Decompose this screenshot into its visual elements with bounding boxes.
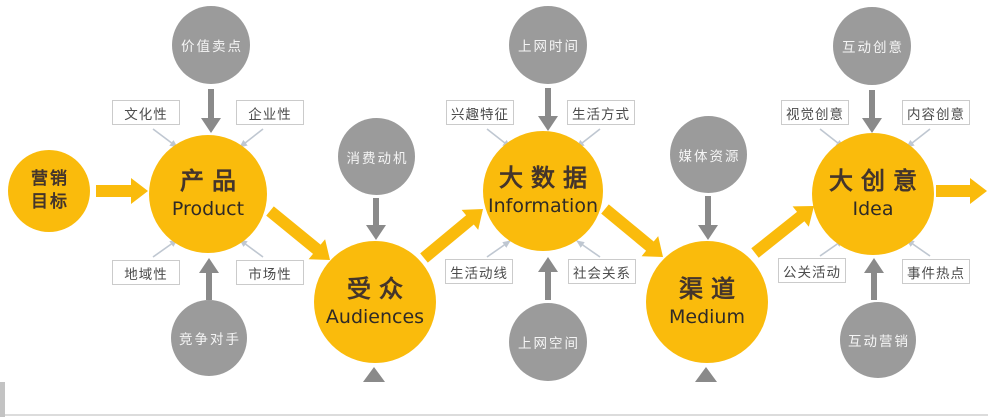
node-competitors-label: 竞争对手: [179, 332, 241, 348]
node-interactive-marketing: 互动营销: [840, 302, 916, 378]
node-online-time: 上网时间: [509, 6, 587, 84]
tag-arrow-12: [906, 239, 931, 257]
tag-cultural: 文化性: [112, 100, 180, 125]
flow-arrow-4: [601, 204, 663, 257]
node-product-label-en: Product: [171, 198, 245, 221]
tag-visual-creativity: 视觉创意: [781, 100, 849, 125]
node-product: 产品 Product: [149, 135, 267, 253]
node-medium: 渠道 Medium: [646, 241, 768, 363]
flow-arrow-3: [420, 209, 483, 263]
input-arrow-2: [538, 88, 558, 131]
tag-pr-activities: 公关活动: [778, 258, 846, 283]
node-medium-label-zh: 渠道: [679, 274, 743, 303]
node-online-space-label: 上网空间: [518, 336, 580, 352]
tag-event-hotspots: 事件热点: [902, 259, 970, 284]
partial-arrowhead-medium: [695, 367, 717, 382]
tag-content-creativity: 内容创意: [902, 100, 970, 125]
node-audiences: 受众 Audiences: [314, 241, 436, 363]
input-arrow-6: [199, 258, 219, 300]
node-media-resources: 媒体资源: [670, 116, 747, 193]
node-big-data-label-en: Information: [488, 195, 598, 218]
bottom-edge-line: [0, 414, 988, 416]
flow-arrow-2: [266, 206, 330, 260]
node-interactive-marketing-label: 互动营销: [848, 334, 910, 350]
node-interactive-creativity-label: 互动创意: [842, 40, 904, 56]
node-big-data: 大数据 Information: [483, 131, 603, 251]
tag-lifestyle: 生活方式: [567, 100, 635, 125]
node-value-selling-point-label: 价值卖点: [181, 39, 243, 55]
input-arrow-3: [862, 90, 882, 133]
input-arrow-4: [366, 198, 386, 240]
flow-arrow-6: [936, 178, 987, 204]
input-arrow-8: [864, 258, 884, 300]
node-marketing-goal-label: 营销 目标: [31, 169, 69, 212]
node-big-idea: 大创意 Idea: [812, 133, 934, 255]
node-online-space: 上网空间: [509, 303, 587, 381]
tag-arrow-2: [239, 128, 264, 148]
node-online-time-label: 上网时间: [518, 39, 580, 55]
flow-arrow-5: [751, 206, 814, 258]
flow-arrow-1: [96, 178, 148, 204]
tag-arrow-7: [486, 240, 511, 258]
tag-arrow-3: [152, 239, 178, 258]
node-consumer-motivation: 消费动机: [338, 118, 415, 195]
tag-interest-features: 兴趣特征: [446, 100, 514, 125]
node-product-label-zh: 产品: [180, 166, 244, 195]
node-interactive-creativity: 互动创意: [833, 7, 911, 85]
node-consumer-motivation-label: 消费动机: [346, 150, 409, 167]
page-edge-bar: [0, 382, 5, 417]
node-marketing-goal: 营销 目标: [8, 150, 90, 232]
tag-social-relations: 社会关系: [568, 259, 636, 284]
tag-arrow-8: [576, 240, 601, 258]
node-big-idea-label-zh: 大创意: [829, 166, 925, 195]
input-arrow-7: [538, 257, 558, 300]
tag-market: 市场性: [236, 260, 304, 285]
node-audiences-label-zh: 受众: [347, 274, 411, 303]
node-big-idea-label-en: Idea: [852, 198, 894, 221]
node-competitors: 竞争对手: [171, 300, 247, 376]
tag-arrow-1: [152, 128, 178, 148]
node-big-data-label-zh: 大数据: [499, 163, 595, 192]
node-media-resources-label: 媒体资源: [678, 148, 741, 165]
tag-life-route: 生活动线: [445, 259, 513, 284]
input-arrow-5: [698, 196, 718, 240]
tag-corporate: 企业性: [236, 100, 304, 125]
tag-arrow-10: [906, 128, 931, 148]
node-medium-label-en: Medium: [669, 306, 745, 329]
tag-regional: 地域性: [112, 260, 180, 285]
tag-arrow-4: [239, 239, 264, 258]
node-audiences-label-en: Audiences: [325, 306, 425, 329]
input-arrow-1: [201, 89, 221, 133]
node-value-selling-point: 价值卖点: [172, 6, 250, 84]
partial-arrowhead-audiences: [363, 367, 385, 382]
